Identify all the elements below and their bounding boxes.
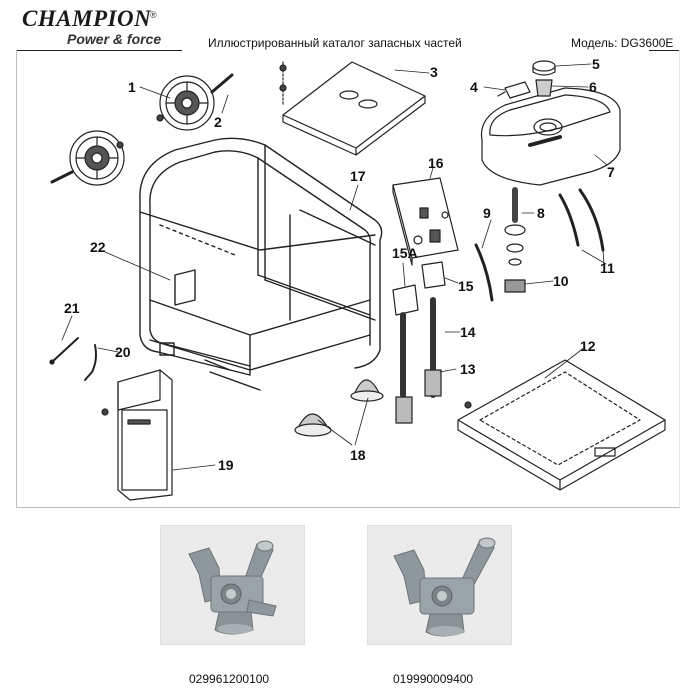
ground-cable [49,337,79,365]
callout-12: 12 [580,338,596,354]
callout-21: 21 [64,300,80,316]
callout-3: 3 [430,64,438,80]
callout-18: 18 [350,447,366,463]
part-photo-1 [160,525,305,645]
wheel-top [159,75,215,131]
callout-13: 13 [460,361,476,377]
battery [101,369,173,501]
header-rule-left [16,50,182,51]
fuel-valve-photo-2 [393,537,496,637]
part-number-1: 029961200100 [189,672,270,686]
callout-5: 5 [592,56,600,72]
callout-9: 9 [483,205,491,221]
shock-mount-left [294,413,332,437]
catalog-title: Иллюстрированный каталог запасных частей [208,36,462,50]
callout-15a: 15A [392,245,418,261]
callout-7: 7 [607,164,615,180]
shock-mount-right [350,379,384,402]
page-header: CHAMPION ® Power & force Иллюстрированны… [0,0,700,52]
brand-logo: CHAMPION [22,6,152,31]
part-photo-2 [367,525,512,645]
callout-15: 15 [458,278,474,294]
callout-20: 20 [115,344,131,360]
callout-numbers: 1 2 3 4 5 6 7 8 9 10 11 12 13 14 15 15A … [64,56,615,473]
callout-14: 14 [460,324,476,340]
battery-cable [84,344,97,381]
callout-10: 10 [553,273,569,289]
base-frame [457,359,666,491]
generator-frame [139,137,383,391]
callout-11: 11 [600,260,615,276]
callout-22: 22 [90,239,106,255]
model-label: Модель: DG3600E [571,36,674,50]
callout-1: 1 [128,79,136,95]
fuel-tank [480,87,621,186]
brand-tagline: Power & force [67,31,162,47]
callout-8: 8 [537,205,545,221]
mount-bracket-15a [392,284,419,398]
fuel-hose-left [474,243,494,302]
brand-registered-mark: ® [150,10,157,20]
fuel-valve-assembly [504,187,526,293]
fuel-cap [532,60,556,76]
fuel-strainer [535,79,553,97]
top-cover-plate [279,61,426,156]
callout-17: 17 [350,168,366,184]
air-filter-elements [395,369,442,424]
callout-19: 19 [218,457,234,473]
callout-4: 4 [470,79,478,95]
exploded-parts-diagram: 1 2 3 4 5 6 7 8 9 10 11 12 13 14 15 15A … [49,56,666,501]
fuel-hoses-right [558,188,605,252]
model-underline [649,50,679,51]
control-panel [392,177,459,266]
fuel-gauge-bracket [497,81,531,99]
wheel-bottom [69,130,125,186]
callout-16: 16 [428,155,444,171]
part-number-2: 019990009400 [393,672,474,686]
callout-2: 2 [214,114,222,130]
callout-6: 6 [589,79,597,95]
fuel-valve-photo-1 [188,540,277,635]
diagram-frame [16,50,680,508]
callout-leaders [61,63,608,471]
wheel-axles [50,73,234,184]
